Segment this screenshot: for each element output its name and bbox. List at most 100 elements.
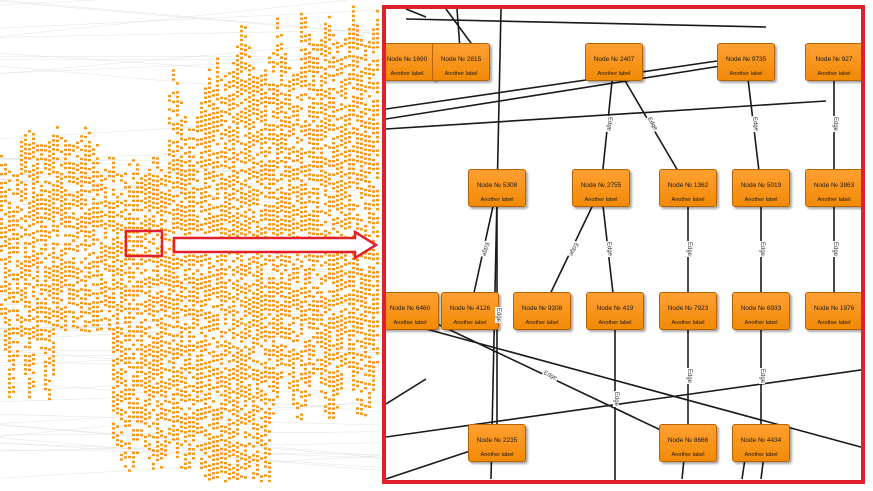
overview-node-dot: [88, 329, 91, 333]
node-label: Another label: [597, 71, 631, 77]
overview-node-dot: [204, 127, 207, 131]
overview-node-dot: [120, 395, 123, 398]
overview-node-dot: [200, 156, 203, 159]
overview-node-dot: [352, 271, 355, 274]
overview-node-dot: [368, 158, 371, 161]
overview-node-dot: [336, 199, 339, 202]
overview-node-dot: [92, 184, 95, 187]
overview-node-dot: [252, 319, 255, 322]
overview-node-dot: [376, 333, 379, 337]
overview-node-dot: [140, 312, 143, 315]
overview-node-dot: [268, 313, 271, 316]
overview-node-dot: [20, 149, 23, 153]
overview-node-dot: [152, 309, 155, 313]
overview-node-dot: [300, 215, 303, 218]
overview-node-dot: [196, 417, 199, 421]
overview-node-dot: [116, 254, 119, 257]
overview-node-dot: [352, 383, 355, 387]
overview-node-dot: [128, 365, 131, 369]
overview-node-dot: [324, 279, 327, 282]
overview-node-dot: [180, 101, 183, 104]
node-name: Node № 6460: [389, 305, 431, 312]
overview-node-dot: [364, 373, 367, 376]
overview-node-dot: [196, 323, 199, 326]
overview-node-dot: [172, 181, 175, 185]
graph-node-partial[interactable]: [862, 424, 865, 462]
overview-node-dot: [220, 78, 223, 82]
overview-node-dot: [328, 101, 331, 104]
overview-node-dot: [156, 413, 159, 417]
overview-node-dot: [336, 136, 339, 139]
overview-node-dot: [264, 303, 267, 306]
overview-node-dot: [172, 91, 175, 95]
overview-node-dot: [8, 287, 11, 290]
overview-node-dot: [288, 85, 291, 88]
overview-node-dot: [236, 356, 239, 359]
overview-node-dot: [292, 132, 295, 136]
overview-node-dot: [168, 360, 171, 363]
overview-node-dot: [344, 38, 347, 41]
overview-node-dot: [60, 222, 63, 225]
overview-node-dot: [228, 382, 231, 386]
overview-node-dot: [284, 282, 287, 285]
overview-node-dot: [232, 449, 235, 452]
overview-node-dot: [88, 266, 91, 270]
overview-node-dot: [348, 163, 351, 166]
overview-node-dot: [184, 179, 187, 182]
overview-node-dot: [120, 417, 123, 421]
overview-node-dot: [36, 329, 39, 332]
overview-node-dot: [348, 41, 351, 44]
overview-node-dot: [152, 242, 155, 245]
overview-node-dot: [196, 395, 199, 398]
overview-node-dot: [80, 175, 83, 179]
overview-minimap[interactable]: [0, 0, 380, 491]
overview-node-dot: [196, 372, 199, 376]
overview-node-dot: [372, 158, 375, 162]
overview-node-dot: [340, 355, 343, 358]
overview-node-dot: [288, 278, 291, 281]
overview-node-dot: [368, 45, 371, 48]
overview-node-dot: [316, 133, 319, 137]
overview-node-dot: [188, 168, 191, 172]
overview-node-dot: [28, 152, 31, 156]
overview-node-dot: [180, 281, 183, 284]
overview-node-dot: [28, 377, 31, 381]
overview-node-dot: [308, 164, 311, 167]
overview-node-dot: [204, 258, 207, 261]
overview-node-dot: [212, 103, 215, 106]
overview-node-dot: [248, 159, 251, 162]
overview-node-dot: [156, 175, 159, 178]
overview-node-dot: [196, 390, 199, 394]
overview-node-dot: [276, 202, 279, 205]
overview-node-dot: [252, 472, 255, 475]
overview-node-dot: [296, 235, 299, 239]
overview-node-dot: [88, 149, 91, 153]
overview-node-dot: [124, 240, 127, 243]
overview-node-dot: [324, 342, 327, 345]
overview-node-dot: [224, 322, 227, 325]
overview-node-dot: [96, 193, 99, 196]
overview-node-dot: [236, 473, 239, 476]
overview-node-dot: [352, 14, 355, 18]
